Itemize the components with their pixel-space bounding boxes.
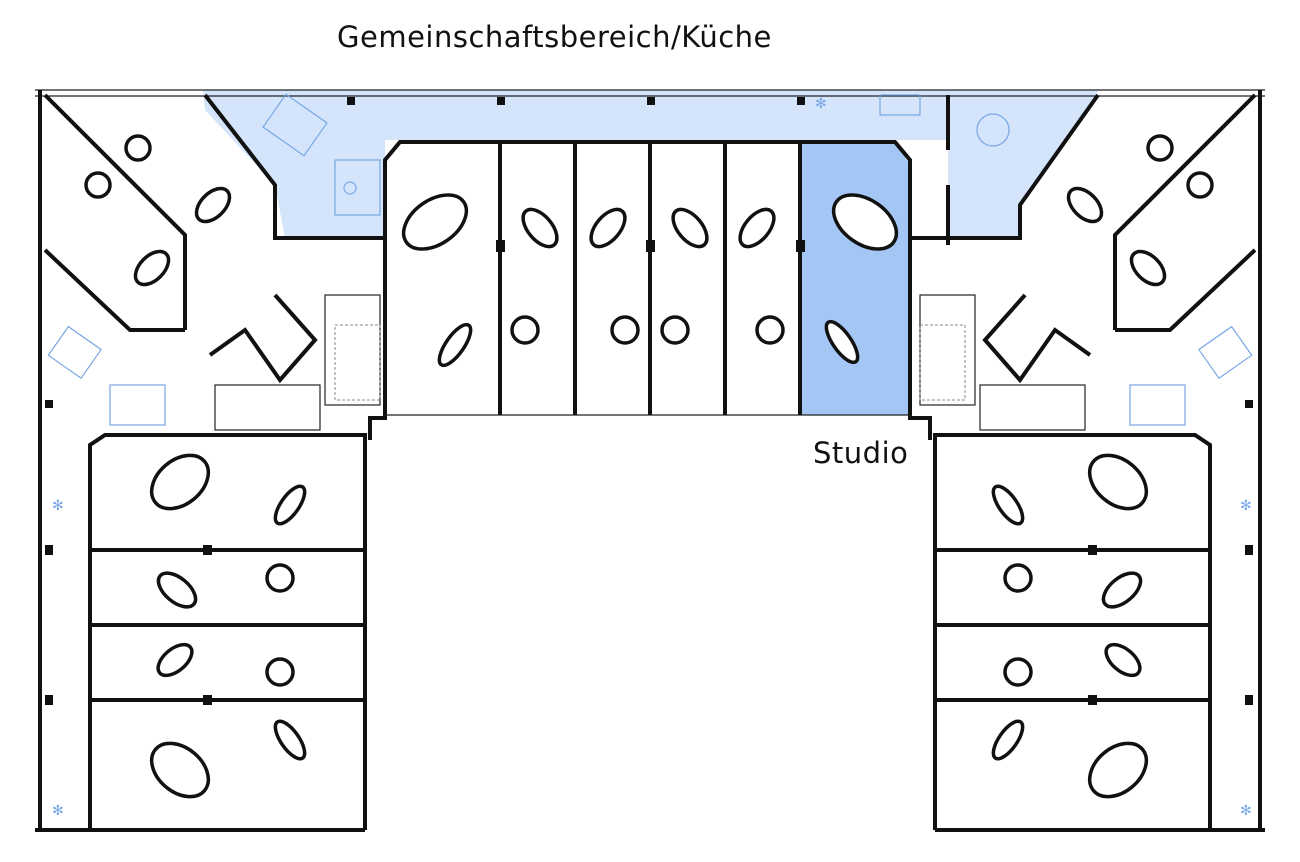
studio-label: Studio bbox=[813, 436, 909, 470]
corner-rooms bbox=[43, 93, 1257, 431]
studio-dividers bbox=[385, 142, 910, 416]
bathroom-pods bbox=[84, 134, 1214, 799]
common-area-zone[interactable] bbox=[203, 90, 1098, 238]
exterior-walls bbox=[35, 89, 1265, 832]
svg-text:✻: ✻ bbox=[815, 96, 827, 112]
svg-text:✻: ✻ bbox=[52, 803, 64, 819]
svg-text:✻: ✻ bbox=[1240, 498, 1252, 514]
common-area-label: Gemeinschaftsbereich/Küche bbox=[337, 20, 772, 54]
wing-dividers bbox=[90, 548, 1210, 702]
structural-columns bbox=[45, 97, 1253, 705]
furniture: ✻ ✻ ✻ ✻ ✻ bbox=[47, 93, 1253, 819]
common-area-zone-right[interactable] bbox=[948, 90, 1098, 238]
svg-text:✻: ✻ bbox=[1240, 803, 1252, 819]
svg-text:✻: ✻ bbox=[52, 498, 64, 514]
studio-unit-highlighted[interactable] bbox=[800, 142, 910, 415]
